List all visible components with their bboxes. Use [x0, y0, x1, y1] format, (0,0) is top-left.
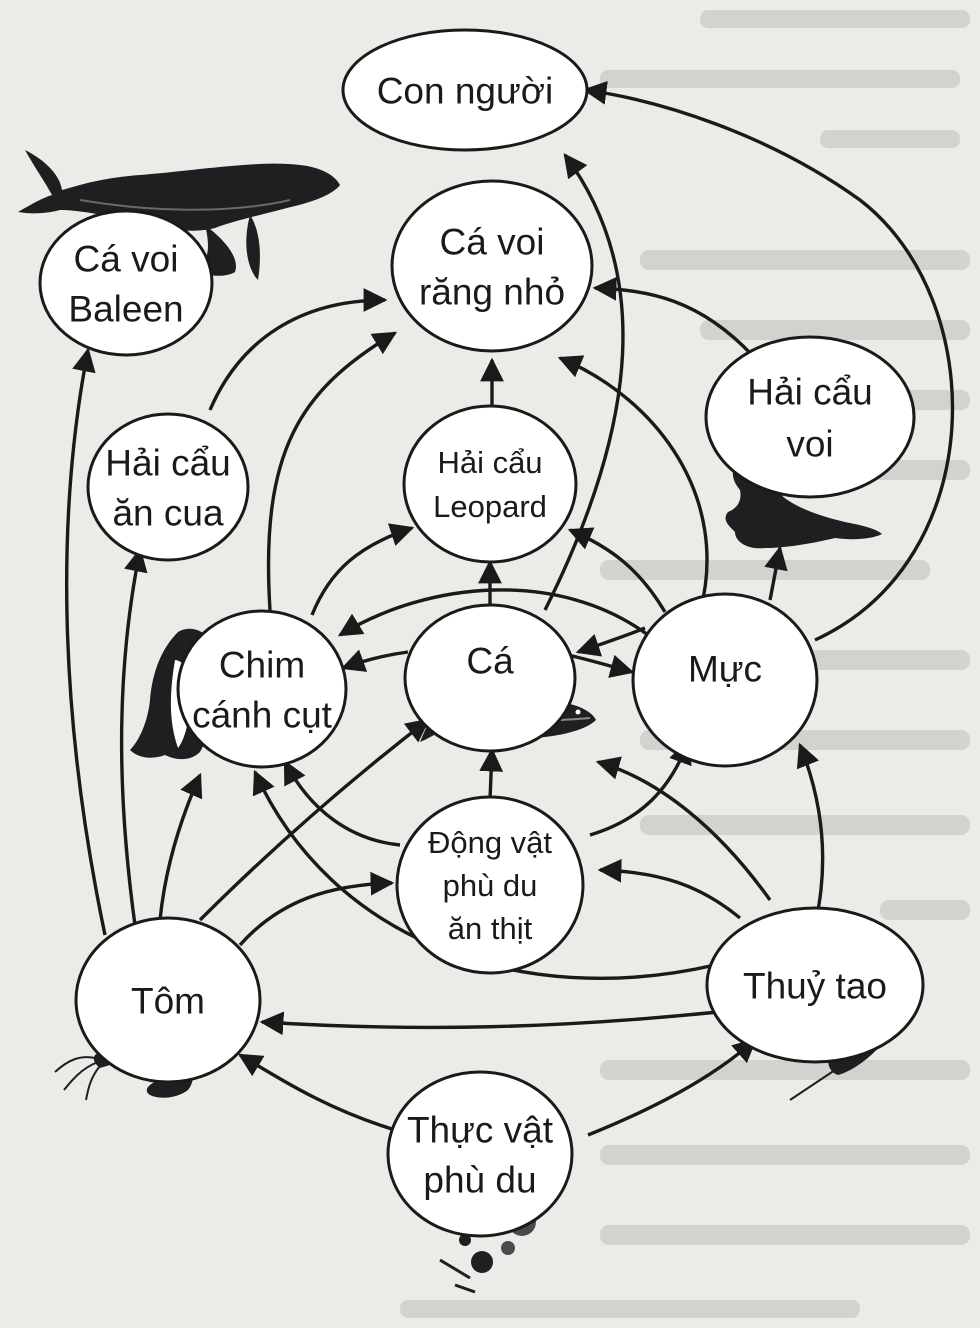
node-label: Cá voi	[440, 221, 545, 262]
node-muc: Mực	[631, 592, 819, 768]
arrow-tom-to-ancua	[119, 547, 148, 926]
node-ca: Cá	[403, 603, 577, 753]
arrow-tom-to-ca	[198, 718, 430, 922]
arrow-thuytao-to-muc	[796, 742, 825, 926]
node-label: Động vật	[428, 825, 552, 860]
arrow-thucvat-to-thuytao	[587, 1038, 757, 1137]
arrow-ancua-to-rangnho	[208, 288, 388, 411]
node-label: Cá	[466, 640, 514, 681]
arrow-chim-to-leopard	[310, 523, 415, 616]
arrow-muc-to-connguoi	[582, 81, 955, 642]
node-chim-canh-cut: Chim cánh cụt	[176, 609, 348, 769]
arrow-muc-to-rangnho	[557, 355, 709, 613]
node-label: ăn thịt	[448, 911, 533, 946]
arrow-thucvat-to-tom	[237, 1053, 396, 1132]
arrow-chim-to-rangnho	[266, 331, 398, 611]
node-hai-cau-voi: Hải cẩu voi	[704, 335, 916, 499]
node-label: phù du	[443, 868, 538, 903]
node-ellipse	[403, 603, 577, 753]
node-hai-cau-an-cua: Hải cẩu ăn cua	[86, 412, 250, 562]
node-ellipse	[341, 28, 589, 152]
node-ellipse	[631, 592, 819, 768]
node-label: cánh cụt	[192, 694, 333, 735]
node-label: Baleen	[68, 288, 183, 329]
arrow-muc-to-chim	[337, 588, 650, 637]
node-label: Con người	[377, 70, 554, 111]
arrow-tom-to-dongvat	[238, 871, 395, 947]
node-ellipse	[390, 179, 594, 353]
arrow-thuytao-to-dongvat	[597, 858, 742, 920]
arrow-ca-to-connguoi	[543, 153, 625, 611]
arrow-dongvat-to-muc	[589, 739, 692, 837]
node-ellipse	[176, 609, 348, 769]
node-label: phù du	[423, 1159, 536, 1200]
arrow-ca-to-chim	[340, 649, 409, 672]
arrow-thuytao-to-ca	[595, 756, 772, 901]
node-label: ăn cua	[112, 492, 224, 533]
arrow-muc-to-ca	[575, 626, 646, 657]
node-tom: Tôm	[74, 916, 262, 1084]
node-ellipse	[386, 1070, 574, 1238]
node-ellipse	[38, 209, 214, 357]
arrow-dongvat-to-chim	[283, 759, 401, 847]
arrows-layer	[64, 81, 955, 1137]
node-ca-voi-rang-nho: Cá voi răng nhỏ	[390, 179, 594, 353]
node-label: Mực	[688, 648, 762, 689]
node-label: voi	[786, 423, 833, 464]
node-label: Tôm	[131, 980, 205, 1021]
node-label: Hải cẩu	[747, 371, 872, 412]
node-label: Thực vật	[407, 1109, 554, 1150]
node-ellipse	[704, 335, 916, 499]
node-ellipse	[86, 412, 250, 562]
arrow-thuytao-to-tom	[259, 1010, 719, 1036]
arrow-tom-to-chim	[158, 772, 203, 921]
node-ellipse	[74, 916, 262, 1084]
node-label: Hải cẩu	[437, 445, 542, 480]
arrow-ca-to-muc	[567, 653, 635, 678]
whale-icon	[18, 150, 340, 280]
arrow-tom-to-baleen	[64, 347, 107, 936]
node-ellipse	[395, 795, 585, 975]
node-dong-vat-phu-du: Động vật phù du ăn thịt	[395, 795, 585, 975]
arrow-dongvat-to-ca	[479, 747, 504, 801]
node-thuy-tao: Thuỷ tao	[705, 906, 925, 1064]
node-label: Cá voi	[74, 238, 179, 279]
node-label: Thuỷ tao	[743, 965, 887, 1006]
node-ellipse	[705, 906, 925, 1064]
arrow-muc-to-haicauvoi	[764, 545, 788, 601]
node-label: Leopard	[433, 489, 547, 524]
node-con-nguoi: Con người	[341, 28, 589, 152]
node-label: Hải cẩu	[105, 442, 230, 483]
node-label: Chim	[219, 644, 305, 685]
arrow-haicauvoi-to-rangnho	[592, 276, 754, 357]
node-label: răng nhỏ	[419, 271, 565, 312]
arrow-muc-to-leopard	[567, 527, 667, 613]
node-ellipse	[402, 404, 578, 564]
node-thuc-vat-phu-du: Thực vật phù du	[386, 1070, 574, 1238]
